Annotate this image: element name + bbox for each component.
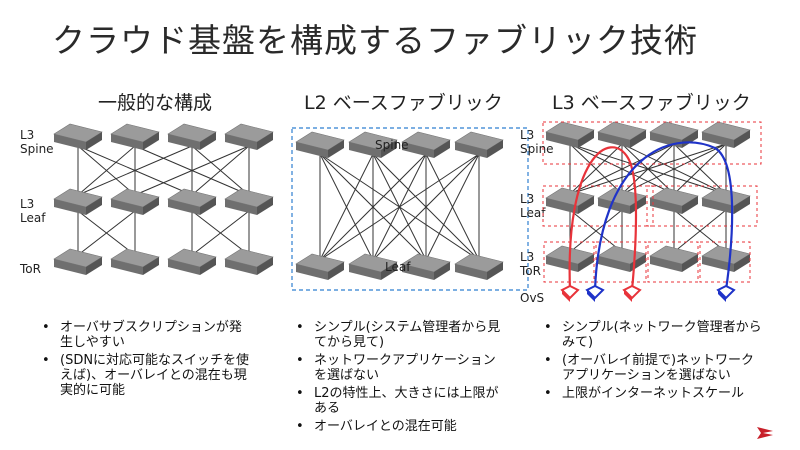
tier-label-spine: Spine: [375, 138, 409, 152]
tier-label-ovs: OvS: [520, 291, 545, 305]
switch-icon: [110, 123, 160, 150]
ovs-vswitch-icon: [716, 284, 736, 302]
switch-icon: [454, 131, 504, 158]
switch-icon: [454, 253, 504, 280]
tier-label-leaf: L3 Leaf: [20, 197, 46, 225]
switch-icon: [597, 245, 647, 272]
switch-icon: [701, 187, 751, 214]
tier-label-spine: L3 Spine: [520, 128, 554, 156]
switch-icon: [110, 188, 160, 215]
ovs-vswitch-icon: [585, 284, 605, 302]
l3-routing-box: [646, 185, 758, 227]
switch-icon: [649, 245, 699, 272]
switch-icon: [401, 253, 451, 280]
tier-label-tor: ToR: [20, 262, 41, 276]
bullet-list-l2: シンプル(システム管理者から見てから見て) ネットワークアプリケーションを選ばな…: [292, 320, 507, 437]
l3-routing-box: [595, 241, 647, 283]
switch-icon: [701, 121, 751, 148]
switch-icon: [295, 253, 345, 280]
tier-label-leaf: L3 Leaf: [520, 192, 546, 220]
list-item: ネットワークアプリケーションを選ばない: [292, 353, 507, 383]
switch-icon: [545, 187, 595, 214]
l3-routing-box: [699, 241, 751, 283]
switch-icon: [701, 245, 751, 272]
l2-fabric-diagram: [291, 127, 529, 291]
l3-routing-box: [647, 241, 699, 283]
switch-icon: [348, 253, 398, 280]
switch-icon: [53, 248, 103, 275]
switch-icon: [597, 187, 647, 214]
switch-icon: [224, 188, 274, 215]
l3-routing-box: [542, 121, 762, 165]
switch-icon: [224, 123, 274, 150]
list-item: L2の特性上、大きさには上限がある: [292, 386, 507, 416]
ovs-vswitch-icon: [622, 284, 642, 302]
red-flow-arrow: [568, 146, 638, 291]
ovs-vswitch-icon: [560, 284, 580, 302]
l2-domain-box: [291, 127, 529, 291]
switch-icon: [53, 188, 103, 215]
bullet-list-l3: シンプル(ネットワーク管理者からみて) (オーバレイ前提で)ネットワークアプリケ…: [540, 320, 765, 404]
page-title: クラウド基盤を構成するファブリック技術: [52, 21, 698, 60]
tier-label-tor: L3 ToR: [520, 250, 541, 278]
switch-icon: [295, 131, 345, 158]
list-item: (SDNに対応可能なスイッチを使えば)、オーバレイとの混在も現実的に可能: [38, 353, 253, 398]
column-heading-l2: L2 ベースファブリック: [304, 92, 503, 114]
tier-label-spine: L3 Spine: [20, 128, 54, 156]
switch-icon: [649, 187, 699, 214]
switch-icon: [224, 248, 274, 275]
brocade-logo-icon: [757, 427, 773, 439]
list-item: シンプル(システム管理者から見てから見て): [292, 320, 507, 350]
list-item: 上限がインターネットスケール: [540, 386, 765, 401]
switch-icon: [167, 123, 217, 150]
bullet-list-general: オーバサブスクリプションが発生しやすい (SDNに対応可能なスイッチを使えば)、…: [38, 320, 253, 401]
l3-fabric-diagram: [542, 121, 762, 302]
l3-routing-box: [542, 185, 654, 227]
switch-icon: [167, 248, 217, 275]
switch-icon: [597, 121, 647, 148]
switch-icon: [167, 188, 217, 215]
switch-icon: [348, 131, 398, 158]
switch-icon: [53, 123, 103, 150]
column-heading-l3: L3 ベースファブリック: [552, 92, 751, 114]
tier-label-leaf: Leaf: [385, 260, 411, 274]
switch-icon: [401, 131, 451, 158]
column-heading-general: 一般的な構成: [98, 92, 213, 114]
list-item: オーバレイとの混在可能: [292, 419, 507, 434]
list-item: シンプル(ネットワーク管理者からみて): [540, 320, 765, 350]
list-item: オーバサブスクリプションが発生しやすい: [38, 320, 253, 350]
general-topology-diagram: [53, 123, 274, 275]
blue-flow-arrow: [593, 141, 734, 291]
switch-icon: [110, 248, 160, 275]
switch-icon: [545, 121, 595, 148]
list-item: (オーバレイ前提で)ネットワークアプリケーションを選ばない: [540, 353, 765, 383]
